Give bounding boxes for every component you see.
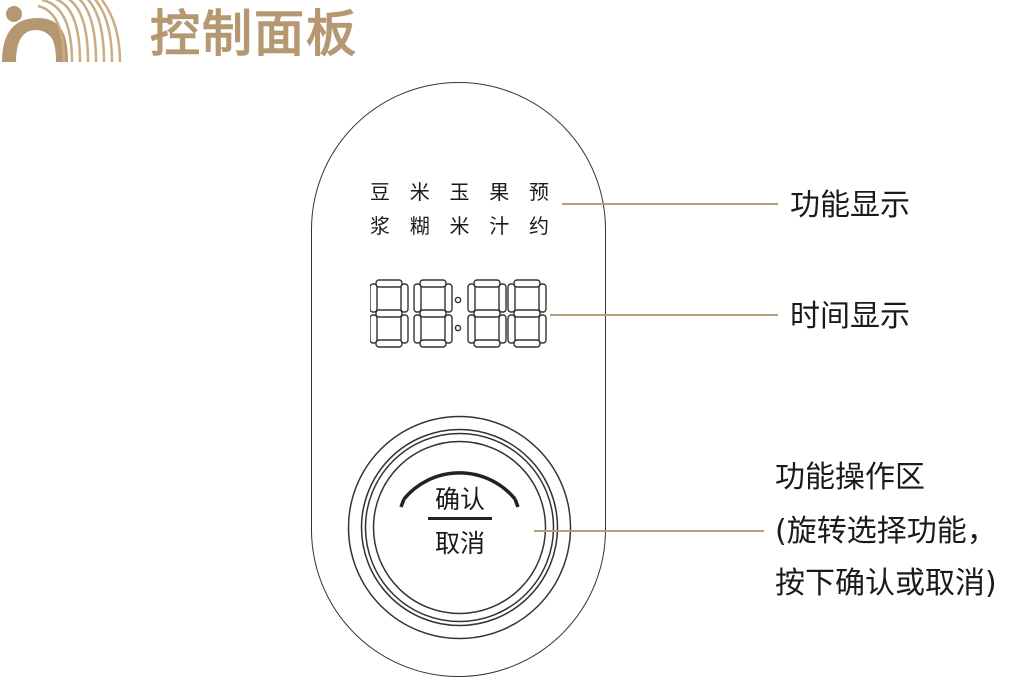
function-char: 玉	[449, 180, 470, 204]
function-char: 果	[489, 180, 510, 204]
operation-area-title: 功能操作区	[775, 460, 925, 495]
time-display-label: 时间显示	[790, 299, 910, 334]
segment-digit	[507, 279, 547, 348]
rotate-arc-icon	[402, 471, 517, 501]
control-knob[interactable]	[347, 415, 572, 640]
operation-area-line2: (旋转选择功能，	[775, 514, 997, 549]
header: 控制面板	[0, 0, 420, 70]
cancel-label: 取消	[434, 529, 485, 558]
knob-outer-ring	[347, 415, 572, 640]
function-display: 豆 米 玉 果 预 浆 糊 米 汁 约	[367, 175, 552, 243]
function-char: 预	[529, 180, 549, 204]
function-display-leader	[562, 203, 778, 205]
segment-digit	[467, 279, 507, 348]
function-char: 浆	[370, 214, 390, 238]
segment-digit	[370, 279, 409, 348]
segment-digit	[413, 279, 453, 348]
function-char: 米	[409, 180, 430, 204]
colon-dot-top	[454, 296, 462, 304]
function-row-top: 豆 米 玉 果 预	[367, 175, 552, 209]
function-char: 糊	[409, 214, 430, 238]
knob-divider	[428, 517, 492, 520]
confirm-label: 确认	[434, 485, 485, 514]
knob-face	[372, 440, 547, 615]
time-display	[370, 279, 547, 348]
function-char: 汁	[489, 214, 510, 238]
sound-wave-logo-icon	[2, 0, 122, 63]
function-display-label: 功能显示	[790, 188, 910, 223]
operation-area-line3: 按下确认或取消)	[775, 566, 997, 601]
function-char: 约	[529, 214, 549, 238]
function-char: 米	[449, 214, 470, 238]
operation-leader	[534, 530, 764, 532]
colon-dot-bottom	[454, 324, 462, 332]
function-char: 豆	[370, 180, 390, 204]
function-row-bottom: 浆 糊 米 汁 约	[367, 209, 552, 243]
time-display-leader	[550, 314, 778, 316]
page-title: 控制面板	[150, 5, 358, 63]
knob-inner-ring	[364, 432, 555, 623]
knob-middle-ring	[360, 428, 559, 627]
